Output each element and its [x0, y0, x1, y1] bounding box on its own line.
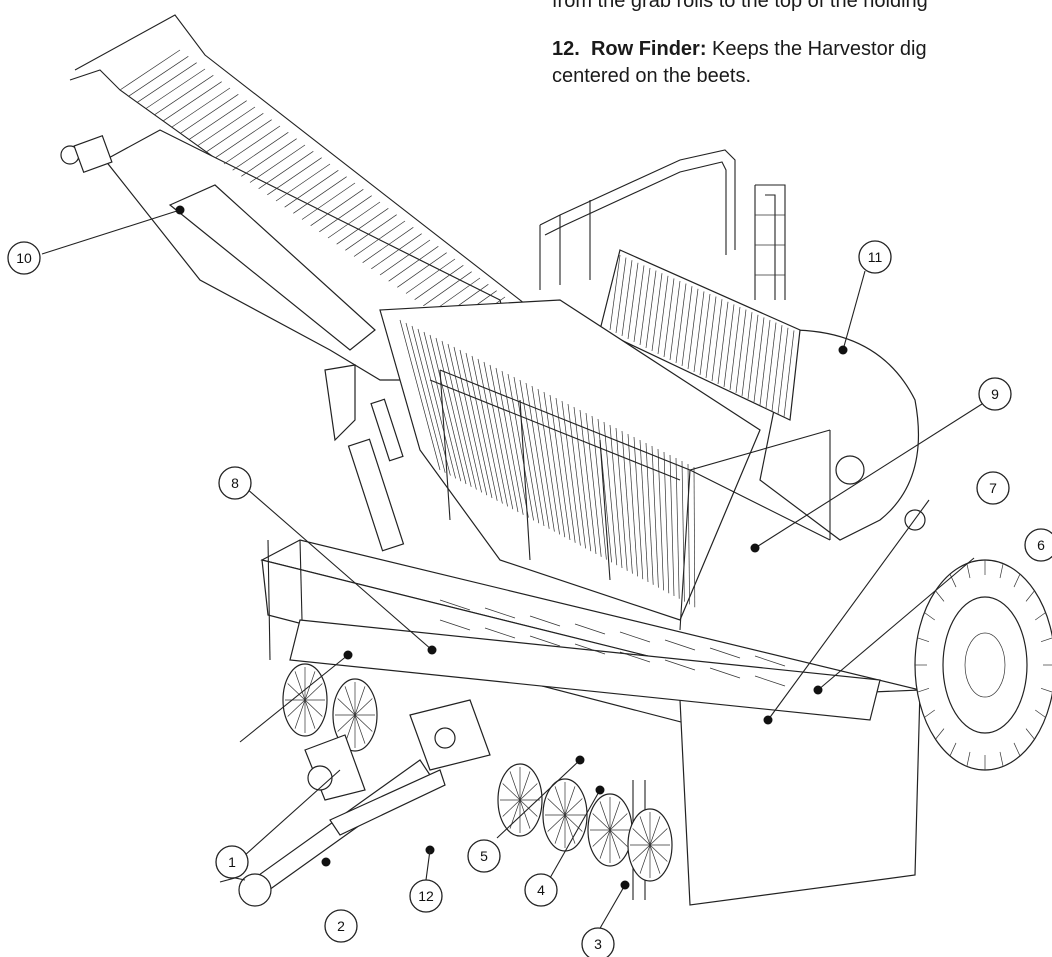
- callout-5: 5: [467, 839, 501, 873]
- callout-8: 8: [218, 466, 252, 500]
- text-line-1: from the grab rolls to the top of the ho…: [552, 0, 928, 12]
- callout-2: 2: [324, 909, 358, 943]
- callout-9: 9: [978, 377, 1012, 411]
- callout-10: 10: [7, 241, 41, 275]
- item-12-number: 12.: [552, 38, 580, 60]
- digger-wheel: [332, 678, 378, 752]
- callout-leaders: [41, 209, 983, 931]
- callout-1: 1: [215, 845, 249, 879]
- hydraulic-cylinder: [324, 364, 405, 552]
- callout-5-label: 5: [480, 848, 488, 864]
- digger-wheel: [497, 763, 543, 837]
- platform-railing: [539, 149, 786, 300]
- callout-3-label: 3: [594, 936, 602, 952]
- hitch-drawbar: [219, 699, 491, 907]
- callout-2-label: 2: [337, 918, 345, 934]
- callout-4: 4: [524, 873, 558, 907]
- description-text: from the grab rolls to the top of the ho…: [552, 0, 1052, 90]
- rear-tire: [914, 559, 1052, 771]
- callout-4-label: 4: [537, 882, 545, 898]
- callout-8-label: 8: [231, 475, 239, 491]
- main-frame: [260, 539, 921, 906]
- callout-6-label: 6: [1037, 537, 1045, 553]
- callout-12-label: 12: [418, 888, 434, 904]
- sorting-conveyor: [379, 299, 831, 631]
- item-12-title: Row Finder:: [590, 38, 707, 60]
- item-12-description: Keeps the Harvestor dig: [706, 38, 927, 60]
- callout-12: 12: [409, 879, 443, 913]
- holding-drum: [599, 249, 926, 541]
- item-12-heading: 12. Row Finder: Keeps the Harvestor dig: [552, 36, 1052, 63]
- callout-7-label: 7: [989, 480, 997, 496]
- item-12-description-cont: centered on the beets.: [552, 65, 752, 87]
- callout-6: 6: [1024, 528, 1052, 562]
- callout-11: 11: [858, 240, 892, 274]
- digger-wheel: [627, 808, 673, 882]
- callout-9-label: 9: [991, 386, 999, 402]
- digger-wheel: [542, 778, 588, 852]
- digger-wheel: [282, 663, 328, 737]
- callout-11-label: 11: [868, 249, 883, 265]
- digger-wheel: [587, 793, 633, 867]
- callout-3: 3: [581, 927, 615, 957]
- callout-10-label: 10: [16, 250, 32, 266]
- callout-1-label: 1: [228, 854, 236, 870]
- callout-7: 7: [976, 471, 1010, 505]
